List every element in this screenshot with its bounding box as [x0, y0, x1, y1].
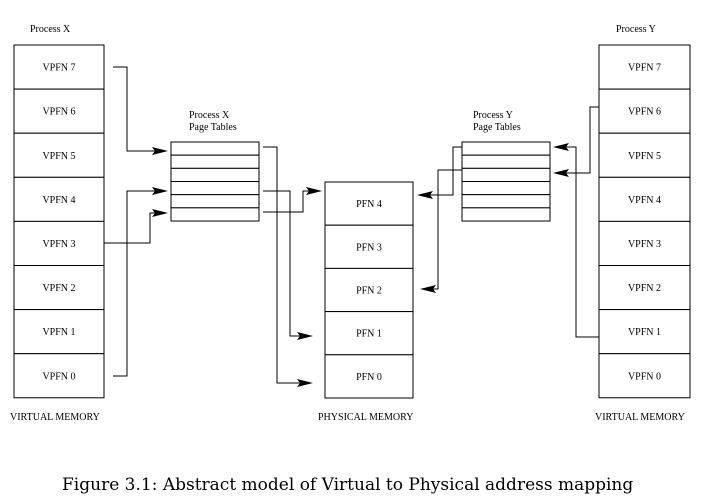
page-table-entry: [461, 167, 551, 183]
virtual-page-cell: [598, 176, 691, 222]
virtual-page-label: VPFN 7: [628, 63, 661, 74]
page-table-entry: [461, 194, 551, 209]
process-x-footer: VIRTUAL MEMORY: [10, 412, 100, 423]
virtual-page-label: VPFN 6: [42, 107, 75, 118]
mapping-arrow: [553, 106, 599, 177]
page-table-entry: [170, 167, 260, 183]
mapping-arrow: [263, 190, 313, 340]
physical-frame-cell: [324, 267, 414, 313]
mapping-arrow: [104, 209, 168, 244]
virtual-page-label: VPFN 1: [628, 327, 661, 338]
physical-frame-label: PFN 0: [356, 372, 382, 383]
physical-memory: PFN 4 PFN 3 PFN 2 PFN 1 PFN 0: [324, 181, 414, 399]
virtual-page-cell: [598, 265, 691, 311]
arrowhead-icon: [152, 147, 168, 155]
virtual-page-label: VPFN 5: [628, 151, 661, 162]
arrow-line: [113, 190, 161, 377]
arrowhead-icon: [297, 332, 313, 340]
arrowhead-icon: [152, 187, 168, 195]
physical-frame-label: PFN 4: [356, 199, 382, 210]
virtual-page-cell: [13, 176, 105, 222]
virtual-page-label: VPFN 4: [628, 195, 661, 206]
physical-frame-cell: [324, 354, 414, 399]
arrowhead-icon: [420, 285, 436, 293]
arrow-line: [104, 212, 161, 244]
mapping-arrow: [263, 146, 313, 387]
physical-memory-footer: PHYSICAL MEMORY: [318, 412, 413, 423]
virtual-page-label: VPFN 4: [42, 195, 75, 206]
mapping-arrow: [553, 143, 599, 338]
physical-frame-cell: [324, 224, 414, 269]
arrowhead-icon: [417, 191, 433, 199]
virtual-page-label: VPFN 2: [628, 283, 661, 294]
process-y-footer: VIRTUAL MEMORY: [595, 412, 685, 423]
arrow-line: [560, 146, 599, 338]
physical-frame-label: PFN 2: [356, 286, 382, 297]
arrow-line: [427, 169, 462, 290]
physical-frame-cell: [324, 311, 414, 356]
virtual-page-cell: [13, 44, 105, 90]
page-table-entry: [461, 154, 551, 169]
process-x-title: Process X: [30, 24, 71, 35]
virtual-page-label: VPFN 3: [42, 239, 75, 250]
virtual-page-label: VPFN 3: [628, 239, 661, 250]
page-table-entry: [170, 194, 260, 209]
mapping-arrow: [113, 187, 168, 377]
virtual-page-label: VPFN 5: [42, 151, 75, 162]
virtual-page-label: VPFN 2: [42, 283, 75, 294]
virtual-page-label: VPFN 0: [42, 371, 75, 382]
mapping-arrow: [420, 169, 462, 293]
process-x-virtual-memory: VPFN 7 VPFN 6 VPFN 5 VPFN 4 VPFN 3 VPFN 2 VPFN…: [13, 44, 105, 399]
arrowhead-icon: [297, 379, 313, 387]
arrow-line: [263, 190, 306, 337]
page-table-entry: [461, 181, 551, 196]
virtual-page-cell: [13, 265, 105, 311]
page-table-entry: [170, 154, 260, 169]
virtual-page-cell: [13, 353, 105, 399]
virtual-page-label: VPFN 6: [628, 107, 661, 118]
virtual-page-cell: [13, 132, 105, 178]
page-table-entry: [170, 207, 260, 222]
page-table-entry: [170, 141, 260, 156]
process-x-page-table: [170, 141, 260, 222]
process-y-page-tables-title: Process Y: [473, 110, 513, 121]
virtual-page-cell: [598, 132, 691, 178]
page-table-entry: [170, 181, 260, 196]
virtual-page-cell: [13, 88, 105, 134]
arrowhead-icon: [152, 209, 168, 217]
arrow-line: [113, 66, 161, 152]
arrow-line: [263, 146, 306, 384]
process-x-page-tables-title: Process X: [189, 110, 230, 121]
mapping-arrows: [104, 66, 599, 387]
arrow-line: [424, 146, 462, 196]
mapping-arrow: [113, 66, 168, 155]
process-x-page-tables-subtitle: Page Tables: [189, 122, 237, 133]
physical-frame-cell: [324, 181, 414, 226]
figure-caption: Figure 3.1: Abstract model of Virtual to…: [62, 475, 633, 495]
physical-frame-label: PFN 3: [356, 242, 382, 253]
mapping-arrow: [263, 187, 322, 213]
process-y-page-table: [461, 141, 551, 222]
arrowhead-icon: [553, 143, 569, 151]
arrowhead-icon: [553, 169, 569, 177]
physical-frame-label: PFN 1: [356, 329, 382, 340]
virtual-page-label: VPFN 0: [628, 371, 661, 382]
virtual-page-cell: [598, 353, 691, 399]
virtual-page-cell: [598, 88, 691, 134]
process-y-page-tables-subtitle: Page Tables: [473, 122, 521, 133]
mapping-arrow: [417, 146, 462, 199]
process-y-title: Process Y: [616, 24, 656, 35]
page-table-entry: [461, 141, 551, 156]
arrow-line: [560, 106, 599, 174]
process-y-virtual-memory: VPFN 7 VPFN 6 VPFN 5 VPFN 4 VPFN 3 VPFN 2 VPFN…: [598, 44, 691, 399]
page-table-entry: [461, 207, 551, 222]
virtual-page-label: VPFN 7: [42, 63, 75, 74]
virtual-page-label: VPFN 1: [42, 327, 75, 338]
arrowhead-icon: [306, 187, 322, 195]
